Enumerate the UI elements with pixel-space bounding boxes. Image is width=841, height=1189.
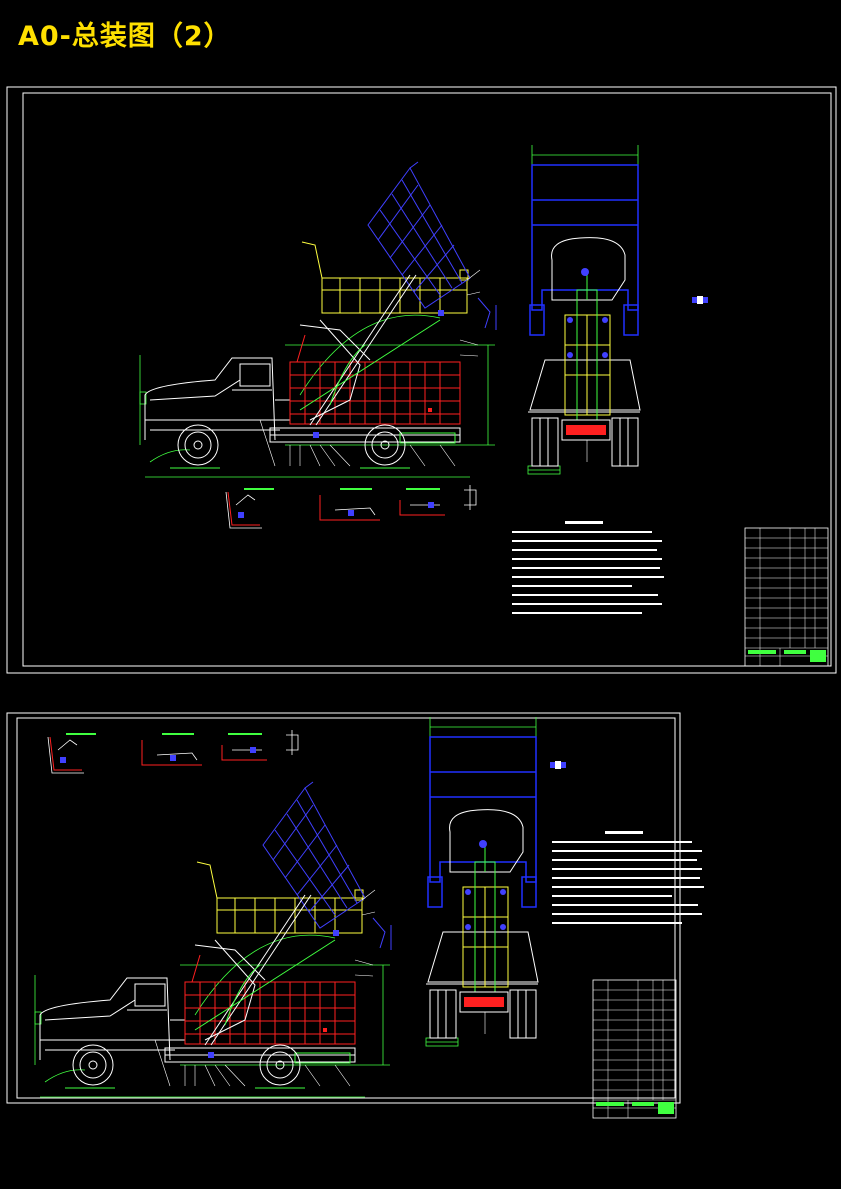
title-block-2 xyxy=(592,979,677,1119)
title-block xyxy=(744,527,829,667)
cylinder-symbol-2 xyxy=(550,761,566,769)
technical-notes-2 xyxy=(552,831,704,924)
side-view-drawing xyxy=(139,161,497,478)
page-title: A0-总装图（2） xyxy=(18,21,232,52)
detail-insets-2 xyxy=(47,729,299,774)
side-view-drawing-2 xyxy=(34,781,392,1098)
rear-view-drawing-2 xyxy=(425,716,539,1047)
cylinder-symbol xyxy=(692,296,708,304)
sheet-2 xyxy=(6,712,704,1119)
detail-insets xyxy=(225,484,477,529)
rear-view-drawing xyxy=(527,144,641,475)
technical-notes xyxy=(512,521,664,614)
sheet-1 xyxy=(6,86,837,674)
